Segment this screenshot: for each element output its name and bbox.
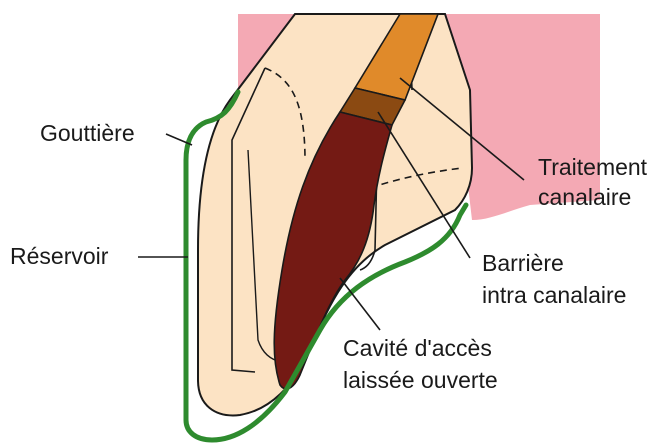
label-cavite-line1: Cavité d'accès [343, 335, 492, 361]
label-traitement-canalaire-line2: canalaire [538, 184, 631, 210]
label-barriere-line2: intra canalaire [482, 282, 626, 308]
label-cavite-line2: laissée ouverte [343, 367, 498, 393]
label-traitement-canalaire-line1: Traitement [538, 154, 648, 180]
label-gouttiere: Gouttière [40, 120, 135, 146]
label-reservoir: Réservoir [10, 243, 109, 269]
label-barriere-line1: Barrière [482, 250, 564, 276]
